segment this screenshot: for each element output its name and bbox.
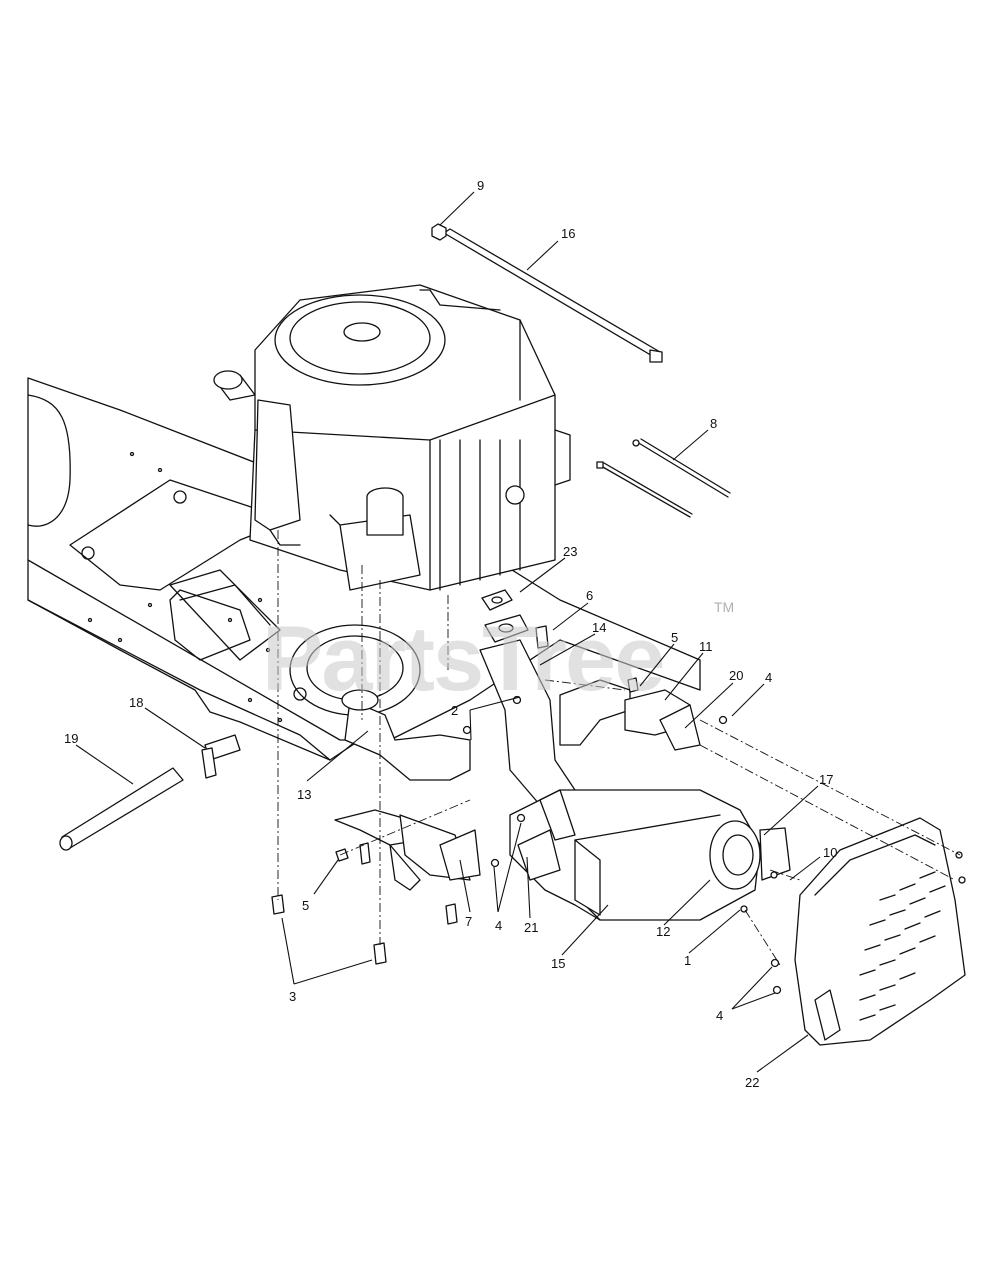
fasteners [271, 677, 966, 995]
part-23-gasket [481, 589, 513, 611]
part-7-plate [439, 829, 481, 881]
callout-4-top: 4 [765, 670, 772, 685]
callout-4-middle: 4 [495, 918, 502, 933]
leader-lines [75, 191, 821, 1073]
callout-7: 7 [465, 914, 472, 929]
engine [213, 284, 571, 591]
part-19-tube [59, 767, 184, 851]
part-21-plate [517, 789, 576, 881]
watermark-trademark: TM [714, 599, 734, 615]
callout-10: 10 [823, 845, 837, 860]
part-22-heat-shield [794, 817, 966, 1046]
assembly-lines [277, 530, 961, 966]
callout-14: 14 [592, 620, 606, 635]
callout-22: 22 [745, 1075, 759, 1090]
part-17-end-cap [709, 820, 791, 890]
callout-2: 2 [451, 703, 458, 718]
part-18-fitting [201, 734, 241, 779]
callout-13: 13 [297, 787, 311, 802]
part-14-exhaust-flange [484, 614, 529, 643]
callout-8: 8 [710, 416, 717, 431]
callout-9: 9 [477, 178, 484, 193]
callout-5-top: 5 [671, 630, 678, 645]
callout-17: 17 [819, 772, 833, 787]
callout-6: 6 [586, 588, 593, 603]
callout-19: 19 [64, 731, 78, 746]
callout-15: 15 [551, 956, 565, 971]
callout-20: 20 [729, 668, 743, 683]
callout-11: 11 [699, 639, 713, 654]
callout-23: 23 [563, 544, 577, 559]
callout-3: 3 [289, 989, 296, 1004]
callout-12: 12 [656, 924, 670, 939]
callout-16: 16 [561, 226, 575, 241]
callout-4-bottom: 4 [716, 1008, 723, 1023]
part-6-bolt [535, 625, 549, 649]
watermark-text: PartsTree [262, 608, 663, 710]
part-9-nut [431, 223, 447, 241]
callout-21: 21 [524, 920, 538, 935]
callout-18: 18 [129, 695, 143, 710]
callout-1: 1 [684, 953, 691, 968]
exhaust-pipe [341, 639, 576, 806]
part-8-rods [596, 438, 731, 518]
part-15-muffler [509, 789, 761, 921]
callout-5-bottom: 5 [302, 898, 309, 913]
frame [27, 377, 701, 761]
callout-labels: 9 16 8 23 6 14 5 11 20 4 2 18 19 13 17 1… [64, 178, 837, 1090]
part-16-rod [443, 228, 663, 363]
